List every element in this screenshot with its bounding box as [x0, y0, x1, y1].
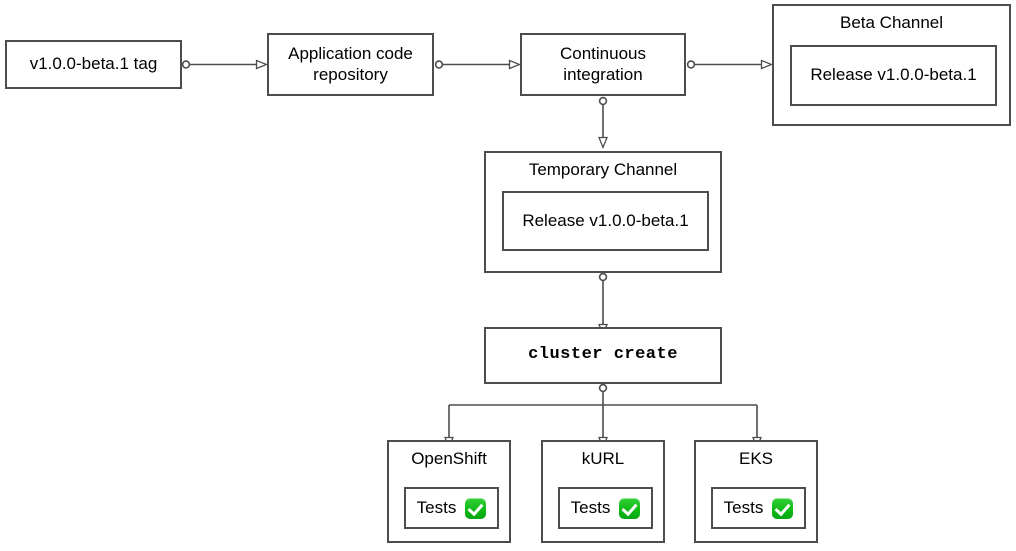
node-beta-channel-title: Beta Channel	[839, 13, 944, 32]
node-repo-label-line2: repository	[313, 64, 388, 84]
node-kurl-title: kURL	[581, 449, 625, 468]
node-repo-label-line1: Application code	[288, 43, 413, 63]
node-eks-tests[interactable]: Tests	[711, 487, 806, 529]
edge-source-dot	[181, 60, 191, 69]
node-tag-label: v1.0.0-beta.1 tag	[29, 54, 158, 74]
node-openshift-tests[interactable]: Tests	[404, 487, 499, 529]
node-application-code-repository[interactable]: Application code repository	[267, 33, 434, 96]
node-beta-channel[interactable]: Beta Channel Release v1.0.0-beta.1	[772, 4, 1011, 126]
node-ci-label: Continuous integration	[560, 44, 646, 85]
node-beta-channel-release-label: Release v1.0.0-beta.1	[810, 65, 977, 85]
edge-source-dot	[434, 60, 444, 69]
node-temporary-channel[interactable]: Temporary Channel Release v1.0.0-beta.1	[484, 151, 722, 273]
node-beta-channel-release[interactable]: Release v1.0.0-beta.1	[790, 45, 997, 106]
node-kurl-tests-label: Tests	[570, 497, 611, 517]
node-tag[interactable]: v1.0.0-beta.1 tag	[5, 40, 182, 89]
green-check-icon	[619, 497, 641, 519]
node-temporary-channel-release[interactable]: Release v1.0.0-beta.1	[502, 191, 709, 251]
node-cluster-create[interactable]: cluster create	[484, 327, 722, 384]
node-eks[interactable]: EKS Tests	[694, 440, 818, 543]
node-temporary-channel-title: Temporary Channel	[528, 160, 678, 179]
edge-source-dot	[686, 60, 696, 69]
node-temporary-channel-release-label: Release v1.0.0-beta.1	[522, 210, 689, 230]
node-kurl[interactable]: kURL Tests	[541, 440, 665, 543]
node-kurl-tests[interactable]: Tests	[558, 487, 653, 529]
node-eks-tests-label: Tests	[723, 497, 764, 517]
node-repo-label: Application code repository	[288, 44, 413, 85]
node-continuous-integration[interactable]: Continuous integration	[520, 33, 686, 96]
edge-source-dot	[598, 272, 608, 282]
node-openshift-tests-label: Tests	[416, 497, 457, 517]
edge-source-dot	[598, 383, 608, 393]
node-ci-label-line1: Continuous	[559, 43, 646, 63]
green-check-icon	[772, 497, 794, 519]
edge-source-dot	[598, 96, 608, 106]
node-eks-title: EKS	[738, 449, 774, 468]
green-check-icon	[465, 497, 487, 519]
node-openshift-title: OpenShift	[411, 449, 487, 468]
node-ci-label-line2: integration	[563, 64, 643, 84]
node-openshift[interactable]: OpenShift Tests	[387, 440, 511, 543]
node-cluster-create-label: cluster create	[528, 345, 678, 365]
